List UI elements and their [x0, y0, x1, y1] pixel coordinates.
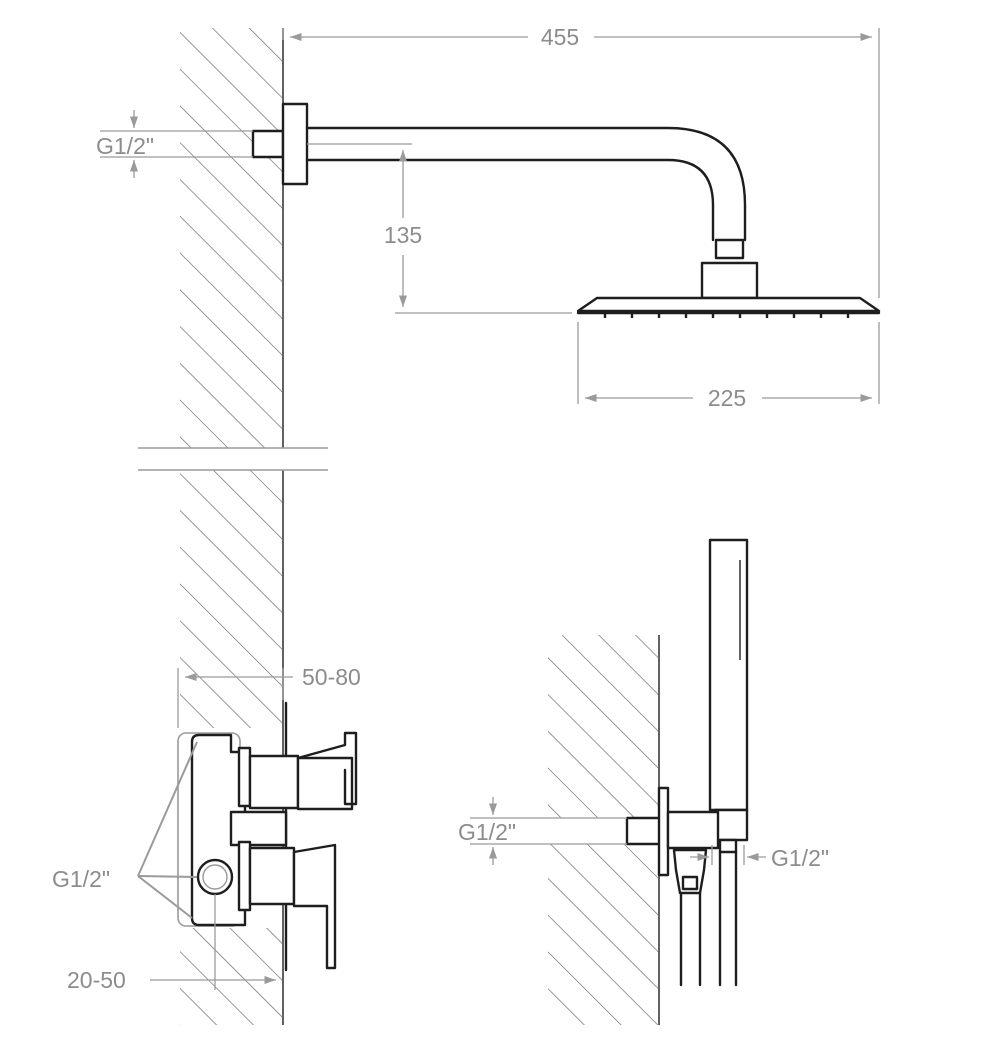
dimension-head-width-label: 225: [708, 385, 746, 411]
dimension-head-width: 225: [577, 322, 880, 411]
mixer-upper-knob: [296, 756, 354, 811]
dimension-handset-outlet-label: G1/2": [771, 845, 829, 871]
dimension-mixer-depth: 50-80: [177, 664, 361, 728]
dimension-arm-drop: 135: [307, 143, 572, 314]
mixer-handle: [292, 843, 337, 970]
handset-elbow-body: [666, 810, 720, 850]
handset-outlet-nub: [718, 838, 738, 854]
dimension-mixer-depth-label: 50-80: [302, 664, 361, 690]
dimension-handset-outlet-thread: G1/2": [690, 845, 829, 871]
dimension-mixer-inlet-label: G1/2": [52, 866, 110, 892]
dimension-arm-inlet-label: G1/2": [96, 133, 154, 159]
hand-shower-body: [708, 538, 749, 812]
rain-head-body: [576, 296, 881, 313]
handset-wall-flange: [657, 786, 670, 877]
mixer-lower-spindle: [237, 840, 252, 912]
shower-arm-tube-inner: [305, 158, 715, 242]
shower-arm-assembly: [251, 102, 881, 318]
dimension-mixer-offset: 20-50: [67, 894, 276, 993]
main-wall-upper-hatch: [180, 28, 282, 448]
dimension-mixer-inlet-thread: G1/2": [52, 741, 198, 919]
mixer-lower-sleeve: [248, 846, 296, 906]
dimension-arm-inlet-thread: G1/2": [96, 110, 253, 178]
dimension-total-reach: 455: [282, 24, 880, 298]
mixer-inlet-port-inner: [202, 864, 228, 890]
concealed-mixer: [177, 701, 358, 972]
dimension-handset-inlet-thread: G1/2": [458, 797, 627, 865]
mixer-upper-spindle: [237, 746, 252, 808]
dimension-mixer-offset-label: 20-50: [67, 967, 126, 993]
head-connector-block: [700, 261, 759, 300]
handset-wall-cut: [548, 818, 628, 844]
mixer-upper-lever: [296, 731, 358, 806]
hose-collar: [681, 875, 699, 891]
arm-swivel-joint: [714, 238, 745, 260]
handset-inlet-fitting: [625, 816, 662, 846]
dimension-total-reach-label: 455: [541, 24, 579, 50]
hand-shower-holder: [713, 808, 749, 842]
rain-head-nozzles: [603, 313, 850, 318]
arm-wall-flange: [281, 102, 309, 186]
mixer-center-body: [229, 810, 288, 847]
shower-arm-tube: [305, 126, 747, 242]
dimension-arm-drop-label: 135: [384, 222, 422, 248]
mixer-upper-sleeve: [248, 754, 300, 810]
arm-inlet-fitting: [251, 129, 285, 159]
dimension-handset-inlet-label: G1/2": [458, 819, 516, 845]
